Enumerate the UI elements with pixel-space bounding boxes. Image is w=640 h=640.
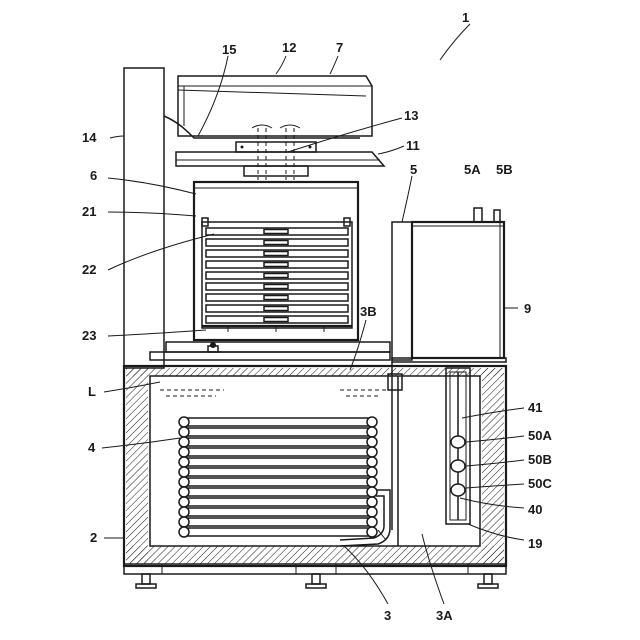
label-14: 14 [82,130,97,145]
label-5B: 5B [496,162,513,177]
tray [206,283,348,290]
label-7: 7 [336,40,343,55]
label-50B: 50B [528,452,552,467]
tray [206,239,348,246]
tray [206,228,348,235]
lid-rim-3B [150,342,390,360]
label-2: 2 [90,530,97,545]
foot-left [136,574,156,588]
tray [206,305,348,312]
cabinet-5 [392,222,506,362]
foot-right [478,574,498,588]
float-50C [451,484,465,496]
label-21: 21 [82,204,96,219]
label-41: 41 [528,400,542,415]
label-50A: 50A [528,428,552,443]
pipe-5B [494,210,500,222]
label-12: 12 [282,40,296,55]
label-23: 23 [82,328,96,343]
tray [206,272,348,279]
label-5A: 5A [464,162,481,177]
label-11: 11 [406,138,420,153]
label-6: 6 [90,168,97,183]
foot-middle [306,574,326,588]
label-5: 5 [410,162,417,177]
left-column-14 [124,68,164,368]
label-13: 13 [404,108,418,123]
label-15: 15 [222,42,236,57]
label-22: 22 [82,262,96,277]
float-50A [451,436,465,448]
label-3: 3 [384,608,391,623]
float-50B [451,460,465,472]
label-4: 4 [88,440,96,455]
tray [206,261,348,268]
label-L: L [88,384,96,399]
tray [206,250,348,257]
label-9: 9 [524,301,531,316]
label-3A: 3A [436,608,453,623]
tray [206,294,348,301]
plate-11 [176,142,384,176]
tray [206,316,348,323]
label-50C: 50C [528,476,552,491]
label-3B: 3B [360,304,377,319]
label-40: 40 [528,502,542,517]
pipe-5A [474,208,482,222]
tray-rack-22 [202,218,352,332]
top-unit-7 [164,76,372,138]
label-1: 1 [462,10,469,25]
label-19: 19 [528,536,542,551]
